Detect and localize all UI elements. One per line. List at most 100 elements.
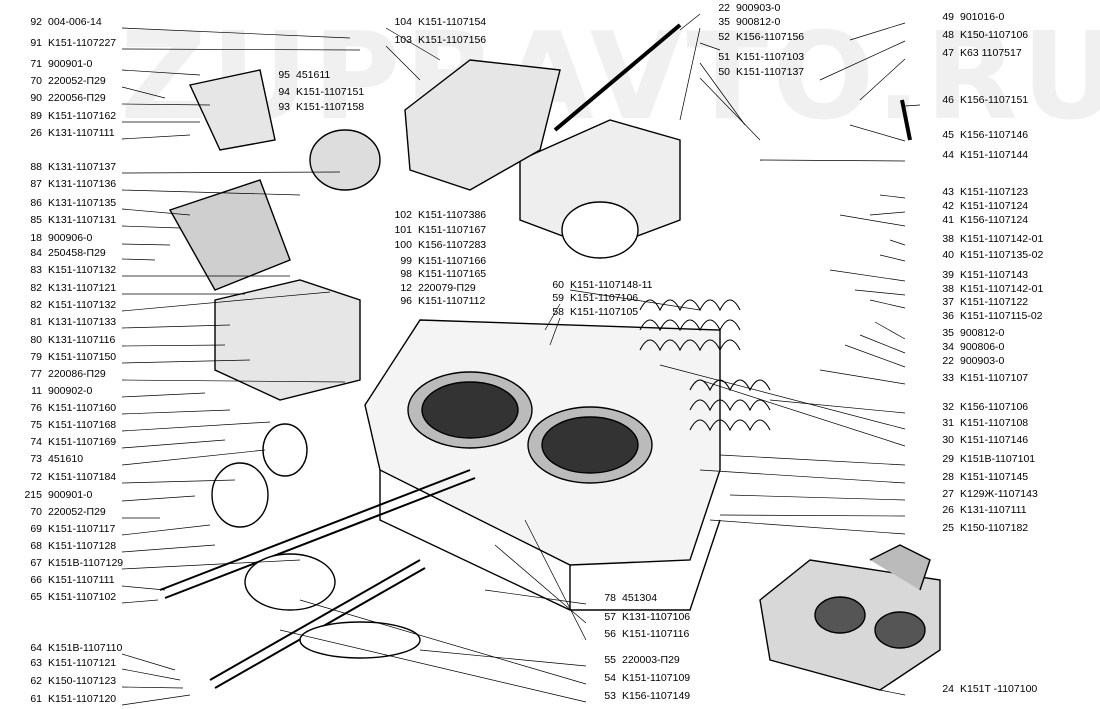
part-code: K131-1107136 — [48, 178, 117, 190]
callout-number: 32 — [942, 401, 954, 413]
callout-number: 53 — [604, 690, 616, 702]
part-code: K131-1107111 — [960, 504, 1027, 516]
pump-housing — [404, 59, 561, 191]
part-callout: 63 K151-1107121 — [18, 657, 116, 669]
part-code: 900812-0 — [960, 327, 1005, 339]
part-code: K151B-1107110 — [48, 642, 123, 654]
part-callout: 28 K151-1107145 — [934, 471, 1028, 483]
callout-number: 28 — [942, 471, 954, 483]
part-code: K151-1107120 — [48, 693, 117, 705]
callout-number: 50 — [718, 66, 730, 78]
part-code: K151-1107142-01 — [960, 233, 1044, 245]
callout-number: 25 — [942, 522, 954, 534]
callout-number: 73 — [30, 453, 42, 465]
plate-disc — [262, 423, 308, 477]
part-code: K151-1107144 — [960, 149, 1029, 161]
callout-number: 58 — [552, 306, 564, 318]
part-code: K151B-1107129 — [48, 557, 124, 569]
callout-number: 89 — [30, 110, 42, 122]
part-code: K151-1107124 — [960, 200, 1029, 212]
callout-number: 47 — [942, 47, 954, 59]
part-code: 220052-П29 — [48, 75, 106, 87]
gasket — [299, 621, 421, 659]
part-callout: 94 K151-1107151 — [266, 86, 364, 98]
callout-number: 103 — [394, 34, 412, 46]
callout-number: 76 — [30, 402, 42, 414]
part-code: K151-1107121 — [48, 657, 117, 669]
callout-number: 95 — [278, 69, 290, 81]
callout-number: 62 — [30, 675, 42, 687]
callout-number: 94 — [278, 86, 290, 98]
part-code: 220086-П29 — [48, 368, 106, 380]
part-code: K150-1107123 — [48, 675, 117, 687]
jet-block — [214, 279, 361, 401]
part-code: K151-1107117 — [48, 523, 116, 535]
callout-number: 100 — [394, 239, 412, 251]
part-code: K151-1107108 — [960, 417, 1029, 429]
part-code: K151-1107103 — [736, 51, 805, 63]
part-code: K151-1107111 — [48, 574, 115, 586]
part-code: 250458-П29 — [48, 247, 106, 259]
callout-number: 82 — [30, 299, 42, 311]
part-code: 900902-0 — [48, 385, 93, 397]
callout-number: 63 — [30, 657, 42, 669]
callout-number: 101 — [394, 224, 412, 236]
callout-number: 96 — [400, 295, 412, 307]
part-code: 901016-0 — [960, 11, 1005, 23]
callout-number: 24 — [942, 683, 954, 695]
leader-lines — [121, 27, 361, 706]
part-code: K151-1107165 — [418, 268, 487, 280]
callout-number: 69 — [30, 523, 42, 535]
part-code: K151-1107167 — [418, 224, 487, 236]
bolt — [900, 99, 912, 141]
part-code: K151-1107145 — [960, 471, 1029, 483]
part-code: K151-1107122 — [960, 296, 1029, 308]
callout-number: 26 — [30, 127, 42, 139]
callout-number: 22 — [942, 355, 954, 367]
callout-number: 86 — [30, 197, 42, 209]
callout-number: 79 — [30, 351, 42, 363]
part-code: K151-1107151 — [296, 86, 365, 98]
part-code: K151-1107146 — [960, 434, 1029, 446]
diaphragm-cover — [309, 129, 381, 191]
part-code: 220052-П29 — [48, 506, 106, 518]
callout-number: 35 — [718, 16, 730, 28]
part-code: K151-1107143 — [960, 269, 1029, 281]
part-code: K131-1107137 — [48, 161, 117, 173]
part-code: 900906-0 — [48, 232, 93, 244]
